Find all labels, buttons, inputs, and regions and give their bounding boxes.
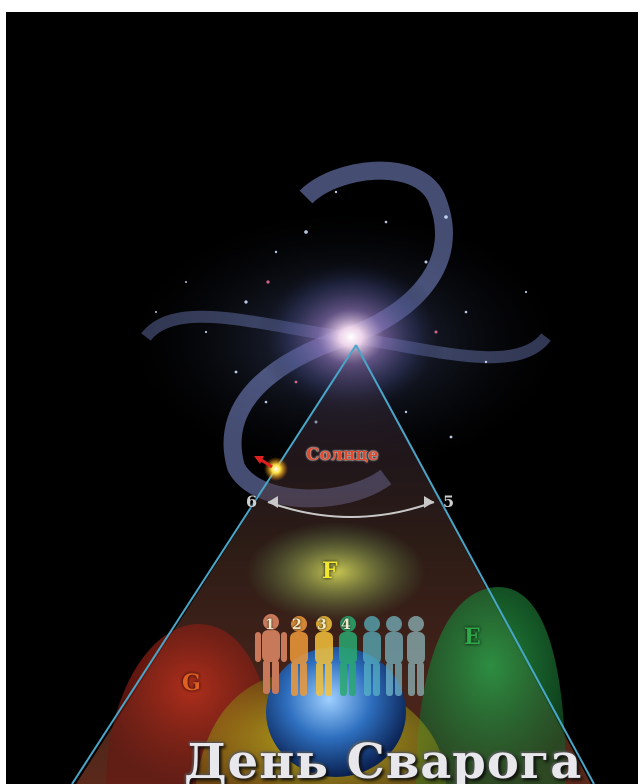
- body-number-3: 3: [317, 617, 327, 633]
- poster: Солнце 6 5 F E G 1 2 3 4 День Сварога: [6, 12, 638, 784]
- marker-5: 5: [443, 492, 454, 511]
- marker-6: 6: [246, 492, 257, 511]
- body-number-4: 4: [341, 617, 351, 633]
- zone-g-label: G: [182, 670, 201, 696]
- zone-f-label: F: [322, 558, 338, 584]
- zone-e-label: E: [464, 624, 481, 650]
- body-number-1: 1: [265, 617, 275, 633]
- poster-title: День Сварога: [184, 734, 582, 784]
- body-number-2: 2: [292, 617, 302, 633]
- sun-label: Солнце: [306, 445, 379, 465]
- galaxy-triangle-illustration: [6, 12, 638, 784]
- sun-star-icon: [264, 457, 288, 481]
